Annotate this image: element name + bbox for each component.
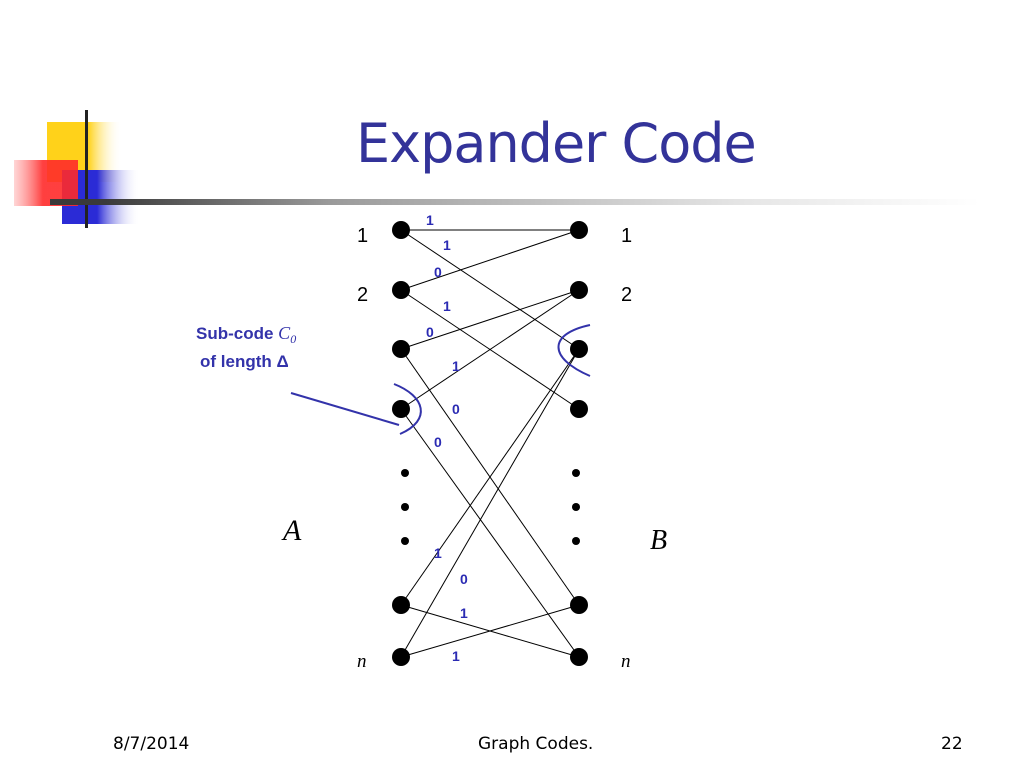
- right-vertices: [570, 221, 588, 666]
- right-vertex-label: 1: [621, 225, 632, 247]
- footer-date: 8/7/2014: [113, 734, 190, 754]
- graph-edges: [400, 229, 580, 658]
- left-vertex-label: n: [357, 651, 367, 672]
- graph-edge: [400, 229, 580, 350]
- subcode-annotation-line1: Sub-code C0: [196, 323, 296, 346]
- right-set-label: B: [650, 525, 667, 556]
- vertex: [392, 281, 410, 299]
- ellipsis-dot: [401, 503, 409, 511]
- left-vertices: [392, 221, 410, 666]
- subcode-annotation-line2: of length Δ: [200, 352, 289, 371]
- edge-bit-label: 1: [426, 212, 434, 228]
- footer-title: Graph Codes.: [478, 734, 594, 754]
- edge-bit-label: 1: [434, 545, 442, 561]
- vertex: [570, 400, 588, 418]
- edge-bit-label: 1: [443, 237, 451, 253]
- graph-edge: [400, 289, 580, 410]
- vertex: [392, 596, 410, 614]
- right-vertex-label: n: [621, 651, 631, 672]
- slide-title: Expander Code: [356, 112, 757, 175]
- edge-bit-label: 0: [434, 434, 442, 450]
- right-vertex-label: 2: [621, 284, 632, 306]
- ellipsis-dot: [572, 503, 580, 511]
- ellipsis-dot: [401, 469, 409, 477]
- ellipsis-dot: [572, 537, 580, 545]
- edge-bit-label: 1: [452, 358, 460, 374]
- graph-edge: [400, 229, 580, 291]
- edge-bit-label: 1: [452, 648, 460, 664]
- edge-bit-label: 1: [443, 298, 451, 314]
- edge-bit-label: 0: [426, 324, 434, 340]
- graph-edge: [400, 408, 580, 658]
- edge-bit-label: 0: [452, 401, 460, 417]
- graph-edge: [400, 289, 580, 350]
- footer-page-number: 22: [941, 734, 963, 754]
- edge-bit-label: 1: [460, 605, 468, 621]
- subcode-subscript: 0: [290, 332, 296, 346]
- vertex: [570, 340, 588, 358]
- vertex: [570, 221, 588, 239]
- left-set-label: A: [281, 514, 302, 547]
- subcode-label: Sub-code: [196, 324, 278, 343]
- graph-edge: [400, 348, 580, 658]
- subcode-symbol: C: [278, 323, 291, 343]
- annotation-pointer: [290, 392, 400, 426]
- vertex: [570, 648, 588, 666]
- left-vertex-label: 1: [357, 225, 368, 247]
- vertex: [392, 648, 410, 666]
- graph-edge: [400, 604, 580, 658]
- vertex: [570, 281, 588, 299]
- vertex: [392, 400, 410, 418]
- subcode-brackets: [290, 324, 591, 435]
- left-node-bracket: [393, 383, 422, 435]
- vertex: [570, 596, 588, 614]
- ellipsis-dot: [572, 469, 580, 477]
- edge-bit-label: 0: [434, 264, 442, 280]
- left-vertex-label: 2: [357, 284, 368, 306]
- title-underline: [50, 199, 980, 205]
- edge-bit-label: 0: [460, 571, 468, 587]
- graph-edge: [400, 348, 580, 606]
- vertex: [392, 340, 410, 358]
- right-node-bracket: [557, 324, 591, 377]
- vertex: [392, 221, 410, 239]
- slide-logo-decoration: [14, 110, 140, 228]
- ellipsis-dot: [401, 537, 409, 545]
